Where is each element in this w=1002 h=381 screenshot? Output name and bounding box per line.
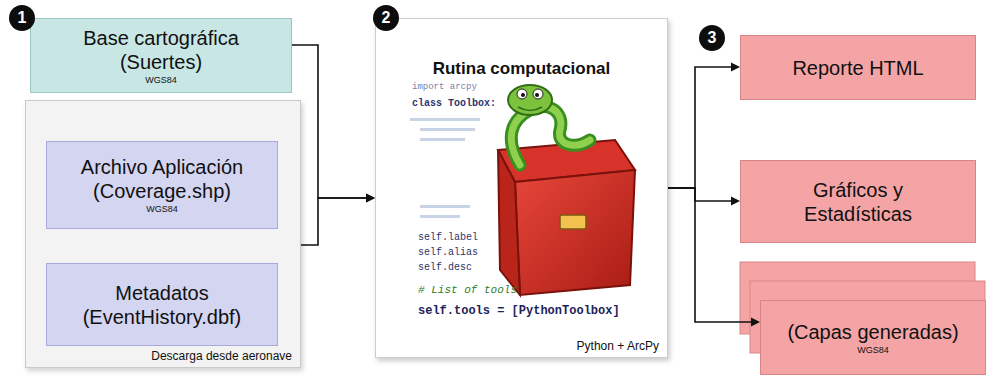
code-line: import arcpy xyxy=(412,82,477,92)
routine-panel-fill xyxy=(375,18,668,358)
box-text: (Capas generadas) xyxy=(787,320,958,344)
box-note: Python + ArcPy xyxy=(577,339,659,353)
arrow-head xyxy=(751,318,760,327)
connector-arrow xyxy=(668,63,740,189)
box-text: Archivo Aplicación (Coverage.shp) xyxy=(57,155,267,203)
download-group: Descarga desde aeronave Archivo Aplicació… xyxy=(25,100,301,368)
output-box: Reporte HTML xyxy=(740,35,976,100)
input-file-box: Metadatos (EventHistory.dbf) xyxy=(46,263,278,346)
box-note: WGS84 xyxy=(857,345,889,356)
box-text: Rutina computacional xyxy=(376,59,667,79)
box-text: Base cartográfica (Suertes) xyxy=(59,26,264,74)
arrow-head xyxy=(366,194,375,203)
box-text: Reporte HTML xyxy=(792,56,923,80)
code-line: self.desc xyxy=(418,262,472,273)
callout-number: 3 xyxy=(699,25,725,51)
connector-line xyxy=(668,67,734,188)
connector-arrow xyxy=(301,194,375,246)
code-line: class Toolbox: xyxy=(412,98,496,109)
connector-arrow xyxy=(292,45,375,203)
map-base-box: Base cartográfica (Suertes)WGS84 xyxy=(30,18,292,93)
box-text: Gráficos y Estadísticas xyxy=(773,178,943,226)
arrow-head xyxy=(731,197,740,206)
python-toolbox-illustration xyxy=(410,85,635,295)
code-line: self.alias xyxy=(418,247,478,258)
code-line: self.label xyxy=(418,232,478,243)
output-box: Gráficos y Estadísticas xyxy=(740,160,976,243)
connector-line xyxy=(292,45,369,198)
connector-line xyxy=(668,188,734,201)
code-line: self.tools = [PythonToolbox] xyxy=(418,304,620,318)
arrow-head xyxy=(366,194,375,203)
connector-line xyxy=(301,198,369,245)
arrow-head xyxy=(731,63,740,72)
code-line: # List of tools xyxy=(418,284,517,296)
box-note: WGS84 xyxy=(145,75,177,86)
callout-number: 2 xyxy=(373,5,399,31)
box-text: Metadatos (EventHistory.dbf) xyxy=(57,281,267,329)
box-text: Descarga desde aeronave xyxy=(151,349,292,363)
connector-arrow xyxy=(668,188,740,206)
input-file-box: Archivo Aplicación (Coverage.shp)WGS84 xyxy=(46,141,278,229)
box-note: WGS84 xyxy=(146,204,178,215)
output-box: (Capas generadas)WGS84 xyxy=(760,300,986,375)
callout-number: 1 xyxy=(9,5,35,31)
